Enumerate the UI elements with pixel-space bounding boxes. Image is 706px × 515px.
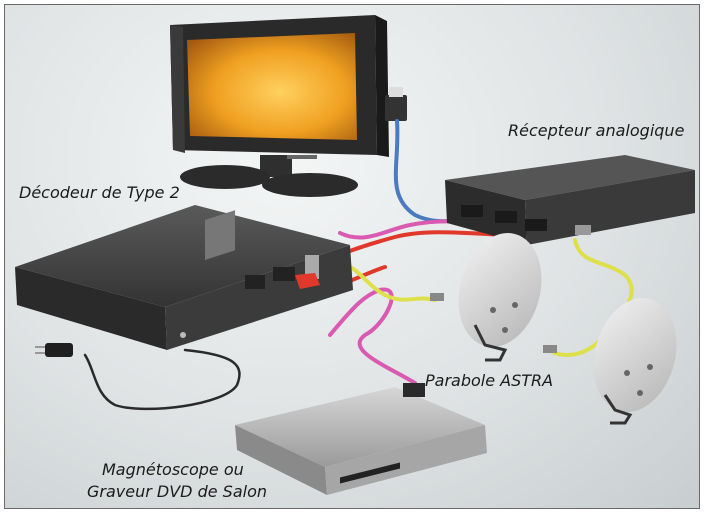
vcr-label-line1: Magnétoscope ou	[102, 460, 244, 479]
power-cable	[83, 348, 241, 411]
cable-pink-2	[328, 287, 417, 385]
vcr-label-line2: Graveur DVD de Salon	[87, 482, 267, 501]
vcr-dvd-recorder	[235, 383, 487, 495]
satellite-dish-2	[543, 298, 677, 425]
decoder-label: Décodeur de Type 2	[19, 183, 180, 202]
tv-monitor	[170, 15, 389, 197]
analog-receiver	[445, 155, 695, 245]
diagram-frame: Décodeur de Type 2 Récepteur analogique …	[4, 4, 700, 509]
scart-plug-tv	[385, 87, 407, 121]
satellite-dish-1	[430, 233, 542, 362]
decoder-box	[15, 205, 353, 350]
dish-label: Parabole ASTRA	[425, 371, 554, 390]
receiver-label: Récepteur analogique	[508, 121, 685, 140]
power-plug	[35, 343, 73, 357]
installation-scene	[15, 15, 695, 495]
